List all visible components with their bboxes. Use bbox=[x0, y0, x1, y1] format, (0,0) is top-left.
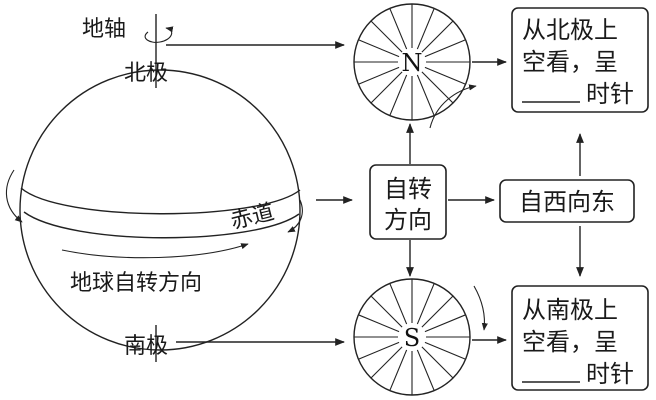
dial-spoke bbox=[389, 8, 408, 50]
dial-spoke bbox=[416, 349, 435, 391]
north-symbol: N bbox=[402, 49, 423, 77]
south-dial: S bbox=[353, 278, 488, 396]
dial-spoke bbox=[389, 74, 408, 116]
north-dial-spokes bbox=[354, 4, 470, 120]
south-dial-spokes bbox=[354, 279, 470, 395]
west-to-east-box bbox=[499, 179, 635, 223]
dial-spoke bbox=[416, 74, 435, 116]
axis-label: 地轴 bbox=[82, 17, 126, 42]
north-dial-rotation-arrow bbox=[429, 84, 477, 129]
north-view-line1: 从北极上 bbox=[522, 16, 618, 44]
dial-spoke bbox=[424, 341, 466, 360]
dial-spoke bbox=[416, 8, 435, 50]
dial-spoke bbox=[421, 20, 454, 53]
north-view-line2: 空看，呈 bbox=[522, 48, 618, 76]
axis-spin-icon bbox=[144, 26, 174, 43]
dial-spoke bbox=[358, 314, 400, 333]
dial-spoke bbox=[424, 66, 466, 85]
earth-rotation-arrow bbox=[61, 243, 249, 259]
dial-spoke bbox=[358, 341, 400, 360]
north-pole-label: 北极 bbox=[124, 61, 168, 86]
rotation-direction-box bbox=[369, 164, 447, 240]
north-dial: N bbox=[353, 3, 477, 129]
dial-spoke bbox=[421, 346, 454, 379]
dial-spoke bbox=[358, 39, 400, 58]
north-view-box bbox=[511, 7, 649, 113]
rotation-arrow-right bbox=[287, 199, 303, 233]
dial-spoke bbox=[389, 349, 408, 391]
south-pole-label: 南极 bbox=[124, 334, 168, 359]
globe-outline bbox=[19, 69, 301, 351]
south-symbol: S bbox=[404, 324, 420, 352]
dial-spoke bbox=[370, 20, 403, 53]
rotation-direction-line2: 方向 bbox=[384, 206, 432, 234]
dial-spoke bbox=[389, 283, 408, 325]
dial-spoke bbox=[416, 283, 435, 325]
south-view-line1: 从南极上 bbox=[522, 296, 618, 324]
south-view-line2: 空看，呈 bbox=[522, 328, 618, 356]
south-view-line3: 时针 bbox=[586, 360, 634, 388]
equator-lower-line bbox=[23, 211, 300, 239]
rotation-arrow-left bbox=[5, 169, 23, 223]
dial-spoke bbox=[424, 39, 466, 58]
south-view-box bbox=[511, 285, 649, 391]
equator-label: 赤道 bbox=[228, 200, 277, 235]
west-to-east-label: 自西向东 bbox=[519, 188, 615, 216]
dial-spoke bbox=[370, 71, 403, 104]
north-view-line3: 时针 bbox=[586, 80, 634, 108]
south-dial-rotation-arrow bbox=[473, 285, 488, 331]
equator-upper-line bbox=[20, 187, 301, 215]
dial-spoke bbox=[424, 314, 466, 333]
earth-rotation-label: 地球自转方向 bbox=[70, 271, 202, 296]
rotation-direction-line1: 自转 bbox=[384, 175, 432, 203]
dial-spoke bbox=[370, 295, 403, 328]
dial-spoke bbox=[358, 66, 400, 85]
dial-spoke bbox=[370, 346, 403, 379]
dial-spoke bbox=[421, 71, 454, 104]
globe bbox=[5, 14, 303, 362]
dial-spoke bbox=[421, 295, 454, 328]
